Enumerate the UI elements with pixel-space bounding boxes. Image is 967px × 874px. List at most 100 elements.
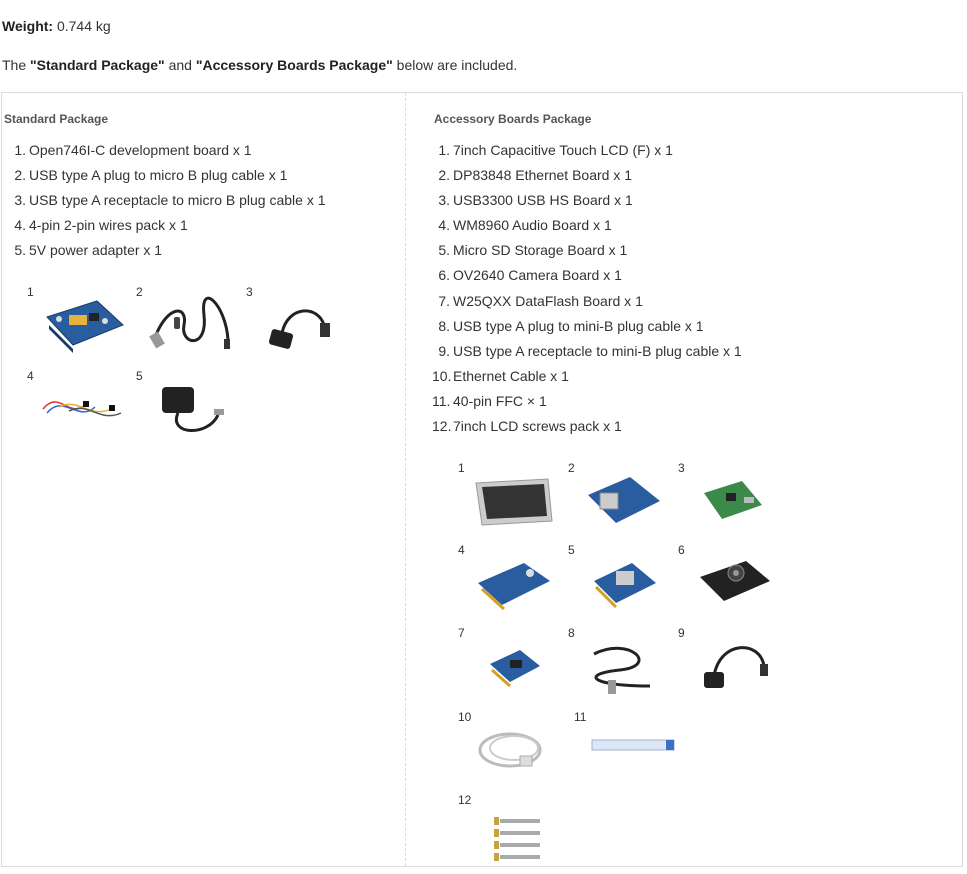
intro-text: The "Standard Package" and "Accessory Bo… — [2, 57, 517, 73]
usb-micro-cable-image: 2 — [136, 285, 236, 361]
lcd-image: 1 — [458, 461, 558, 537]
image-number: 8 — [568, 626, 575, 640]
list-item: 11.40-pin FFC × 1 — [432, 392, 742, 417]
item-text: Open746I-C development board x 1 — [29, 142, 252, 158]
list-item: 8.USB type A plug to mini-B plug cable x… — [432, 317, 742, 342]
item-text: USB type A plug to micro B plug cable x … — [29, 167, 288, 184]
ethernet-board-icon — [588, 477, 660, 523]
image-number: 3 — [678, 461, 685, 475]
item-text: Ethernet Cable x 1 — [453, 367, 569, 384]
weight-line: Weight: 0.744 kg — [2, 18, 111, 34]
dataflash-board-image: 7 — [458, 626, 558, 702]
item-number: 4. — [14, 217, 26, 234]
list-item: 4.WM8960 Audio Board x 1 — [432, 216, 742, 241]
audio-board-icon — [478, 563, 550, 611]
accessory-package-title: Accessory Boards Package — [434, 112, 592, 126]
image-number: 11 — [574, 710, 587, 724]
image-number: 2 — [136, 285, 143, 299]
item-number: 5. — [438, 242, 450, 259]
screws-icon — [494, 817, 540, 861]
item-text: USB type A receptacle to mini-B plug cab… — [453, 342, 742, 359]
lcd-icon — [475, 478, 553, 526]
list-item: 6.OV2640 Camera Board x 1 — [432, 266, 742, 291]
image-number: 10 — [458, 710, 472, 724]
ffc-image: 11 — [574, 710, 675, 786]
item-text: Micro SD Storage Board x 1 — [453, 242, 628, 259]
intro-middle: and — [164, 57, 196, 73]
item-text: WM8960 Audio Board x 1 — [453, 217, 612, 234]
item-text: USB type A plug to mini-B plug cable x 1 — [453, 317, 704, 334]
item-text: USB3300 USB HS Board x 1 — [453, 192, 633, 209]
standard-package-title: Standard Package — [4, 112, 109, 126]
dev-board-icon — [46, 300, 124, 353]
wires-pack-image: 4 — [27, 369, 127, 445]
item-text: 4-pin 2-pin wires pack x 1 — [29, 217, 188, 234]
item-number: 1. — [14, 142, 26, 158]
list-item: 5.Micro SD Storage Board x 1 — [432, 241, 742, 266]
image-number: 5 — [136, 369, 143, 383]
list-item: 7.W25QXX DataFlash Board x 1 — [432, 292, 742, 317]
item-number: 7. — [438, 292, 450, 309]
weight-value: 0.744 kg — [56, 18, 111, 34]
audio-board-image: 4 — [458, 543, 558, 619]
item-text: DP83848 Ethernet Board x 1 — [453, 167, 633, 184]
screws-pack-image: 12 — [458, 793, 558, 869]
image-number: 7 — [458, 626, 465, 640]
item-number: 6. — [438, 267, 450, 284]
item-number: 9. — [438, 342, 450, 359]
list-item: 2.DP83848 Ethernet Board x 1 — [432, 166, 742, 191]
standard-package-list: 1.Open746I-C development board x 1 2.USB… — [8, 141, 326, 266]
camera-board-icon — [700, 561, 770, 601]
item-text: USB type A receptacle to micro B plug ca… — [29, 192, 326, 209]
item-number: 12. — [432, 418, 452, 435]
ffc-icon — [591, 739, 675, 751]
ethernet-board-image: 2 — [568, 461, 668, 537]
usb-hs-board-icon — [704, 481, 762, 519]
power-adapter-icon — [162, 387, 224, 432]
camera-board-image: 6 — [678, 543, 778, 619]
intro-suffix: below are included. — [392, 57, 518, 73]
sd-board-image: 5 — [568, 543, 668, 619]
image-number: 9 — [678, 626, 685, 640]
otg-cable-image: 3 — [246, 285, 346, 361]
image-number: 4 — [458, 543, 465, 557]
usb-otg-mini-cable-image: 9 — [678, 626, 778, 702]
item-text: 7inch LCD screws pack x 1 — [453, 418, 622, 435]
list-item: 12.7inch LCD screws pack x 1 — [432, 417, 742, 442]
intro-prefix: The — [2, 57, 31, 73]
item-number: 3. — [14, 192, 26, 209]
column-divider — [405, 93, 406, 866]
list-item: 3.USB type A receptacle to micro B plug … — [8, 191, 326, 216]
dataflash-board-icon — [490, 650, 540, 688]
dev-board-image: 1 — [27, 285, 127, 361]
ethernet-cable-image: 10 — [458, 710, 558, 786]
list-item: 3.USB3300 USB HS Board x 1 — [432, 191, 742, 216]
item-text: OV2640 Camera Board x 1 — [453, 267, 622, 284]
list-item: 10.Ethernet Cable x 1 — [432, 367, 742, 392]
package-table: Standard Package 1.Open746I-C developmen… — [1, 92, 963, 867]
item-text: 40-pin FFC × 1 — [453, 392, 547, 409]
item-text: W25QXX DataFlash Board x 1 — [453, 292, 643, 309]
usb-otg-mini-cable-icon — [704, 646, 768, 688]
image-number: 1 — [458, 461, 465, 475]
image-number: 1 — [27, 285, 34, 299]
item-text: 5V power adapter x 1 — [29, 242, 163, 259]
item-text: 7inch Capacitive Touch LCD (F) x 1 — [453, 142, 673, 158]
usb-mini-cable-image: 8 — [568, 626, 668, 702]
item-number: 11. — [432, 392, 451, 409]
usb-hs-board-image: 3 — [678, 461, 778, 537]
usb-cable-icon — [149, 296, 230, 349]
accessory-package-list: 1.7inch Capacitive Touch LCD (F) x 1 2.D… — [432, 141, 742, 442]
power-adapter-image: 5 — [136, 369, 236, 445]
image-number: 4 — [27, 369, 34, 383]
sd-board-icon — [594, 563, 656, 609]
otg-cable-icon — [268, 309, 330, 349]
item-number: 4. — [438, 217, 450, 234]
usb-mini-cable-icon — [593, 646, 651, 694]
weight-label: Weight: — [2, 18, 54, 34]
image-number: 5 — [568, 543, 575, 557]
intro-accessory: "Accessory Boards Package" — [195, 57, 393, 73]
wires-icon — [42, 401, 122, 417]
item-number: 8. — [438, 317, 450, 334]
item-number: 5. — [14, 242, 26, 259]
